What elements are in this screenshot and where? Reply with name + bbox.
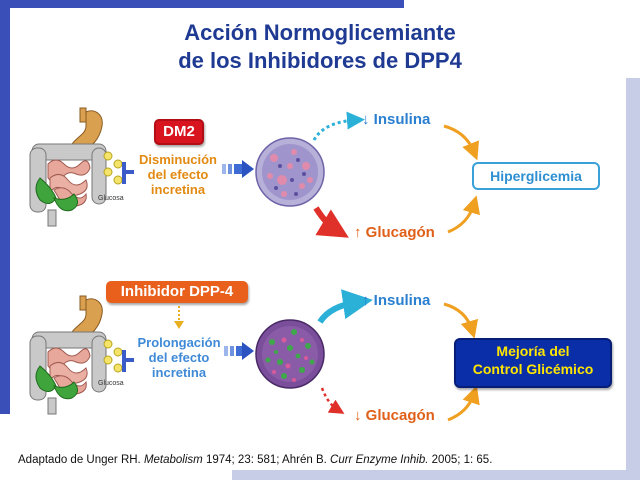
- citation: Adaptado de Unger RH. Metabolism 1974; 2…: [18, 454, 492, 466]
- frame-left-bar: [0, 0, 10, 414]
- glucagon-down-label: ↓ Glucagón: [354, 407, 435, 424]
- insulin-down-label: ↓ Insulina: [362, 111, 431, 128]
- effect-line-1: Prolongación: [137, 335, 221, 350]
- digestive-system-bottom-icon: [29, 295, 107, 415]
- dashed-down-arrow-icon: [174, 306, 184, 329]
- insulin-up-label: ↑ Insulina: [362, 292, 431, 309]
- citation-journal-1: Metabolism: [143, 454, 203, 466]
- decrease-incretin-label: Disminución del efecto incretina: [130, 152, 226, 197]
- dpp4-inhibitor-badge: Inhibidor DPP-4: [106, 281, 248, 303]
- prolong-incretin-label: Prolongación del efecto incretina: [128, 335, 230, 380]
- block-arrow-bottom-icon: [224, 342, 254, 360]
- effect-line-1: Disminución: [138, 152, 217, 167]
- hyperglycemia-box: Hiperglicemia: [472, 162, 600, 190]
- effect-line-2: del efecto: [147, 167, 209, 182]
- result-line-1: Mejoría del: [496, 343, 570, 359]
- glycemic-control-box: Mejoría del Control Glicémico: [454, 338, 612, 388]
- citation-part-3: 2005; 1: 65.: [428, 454, 493, 466]
- glucose-molecules-bottom-icon: [103, 339, 134, 373]
- citation-journal-2: Curr Enzyme Inhib.: [330, 454, 429, 466]
- glucosa-label-bottom: Glucosa: [98, 380, 124, 387]
- title-line-2: de los Inhibidores de DPP4: [178, 48, 462, 73]
- glucosa-label-top: Glucosa: [98, 195, 124, 202]
- bottom-arrows-icon: [317, 289, 480, 422]
- title-line-1: Acción Normoglicemiante: [184, 20, 456, 45]
- frame-bottom-bar: [232, 470, 640, 480]
- glucose-molecules-top-icon: [103, 151, 134, 185]
- effect-line-2: del efecto: [148, 350, 210, 365]
- pancreatic-islet-bottom-icon: [255, 319, 325, 389]
- citation-part-1: Adaptado de Unger RH.: [18, 454, 144, 466]
- glucagon-up-label: ↑ Glucagón: [354, 224, 435, 241]
- effect-line-3: incretina: [150, 182, 206, 197]
- pancreatic-islet-top-icon: [255, 137, 325, 207]
- frame-top-bar: [0, 0, 404, 8]
- top-arrows-icon: [312, 111, 481, 238]
- dm2-badge: DM2: [154, 119, 204, 145]
- result-line-2: Control Glicémico: [472, 361, 594, 377]
- frame-right-bar: [626, 78, 640, 480]
- block-arrow-top-icon: [222, 160, 254, 178]
- effect-line-3: incretina: [151, 365, 207, 380]
- citation-part-2: 1974; 23: 581; Ahrén B.: [202, 454, 331, 466]
